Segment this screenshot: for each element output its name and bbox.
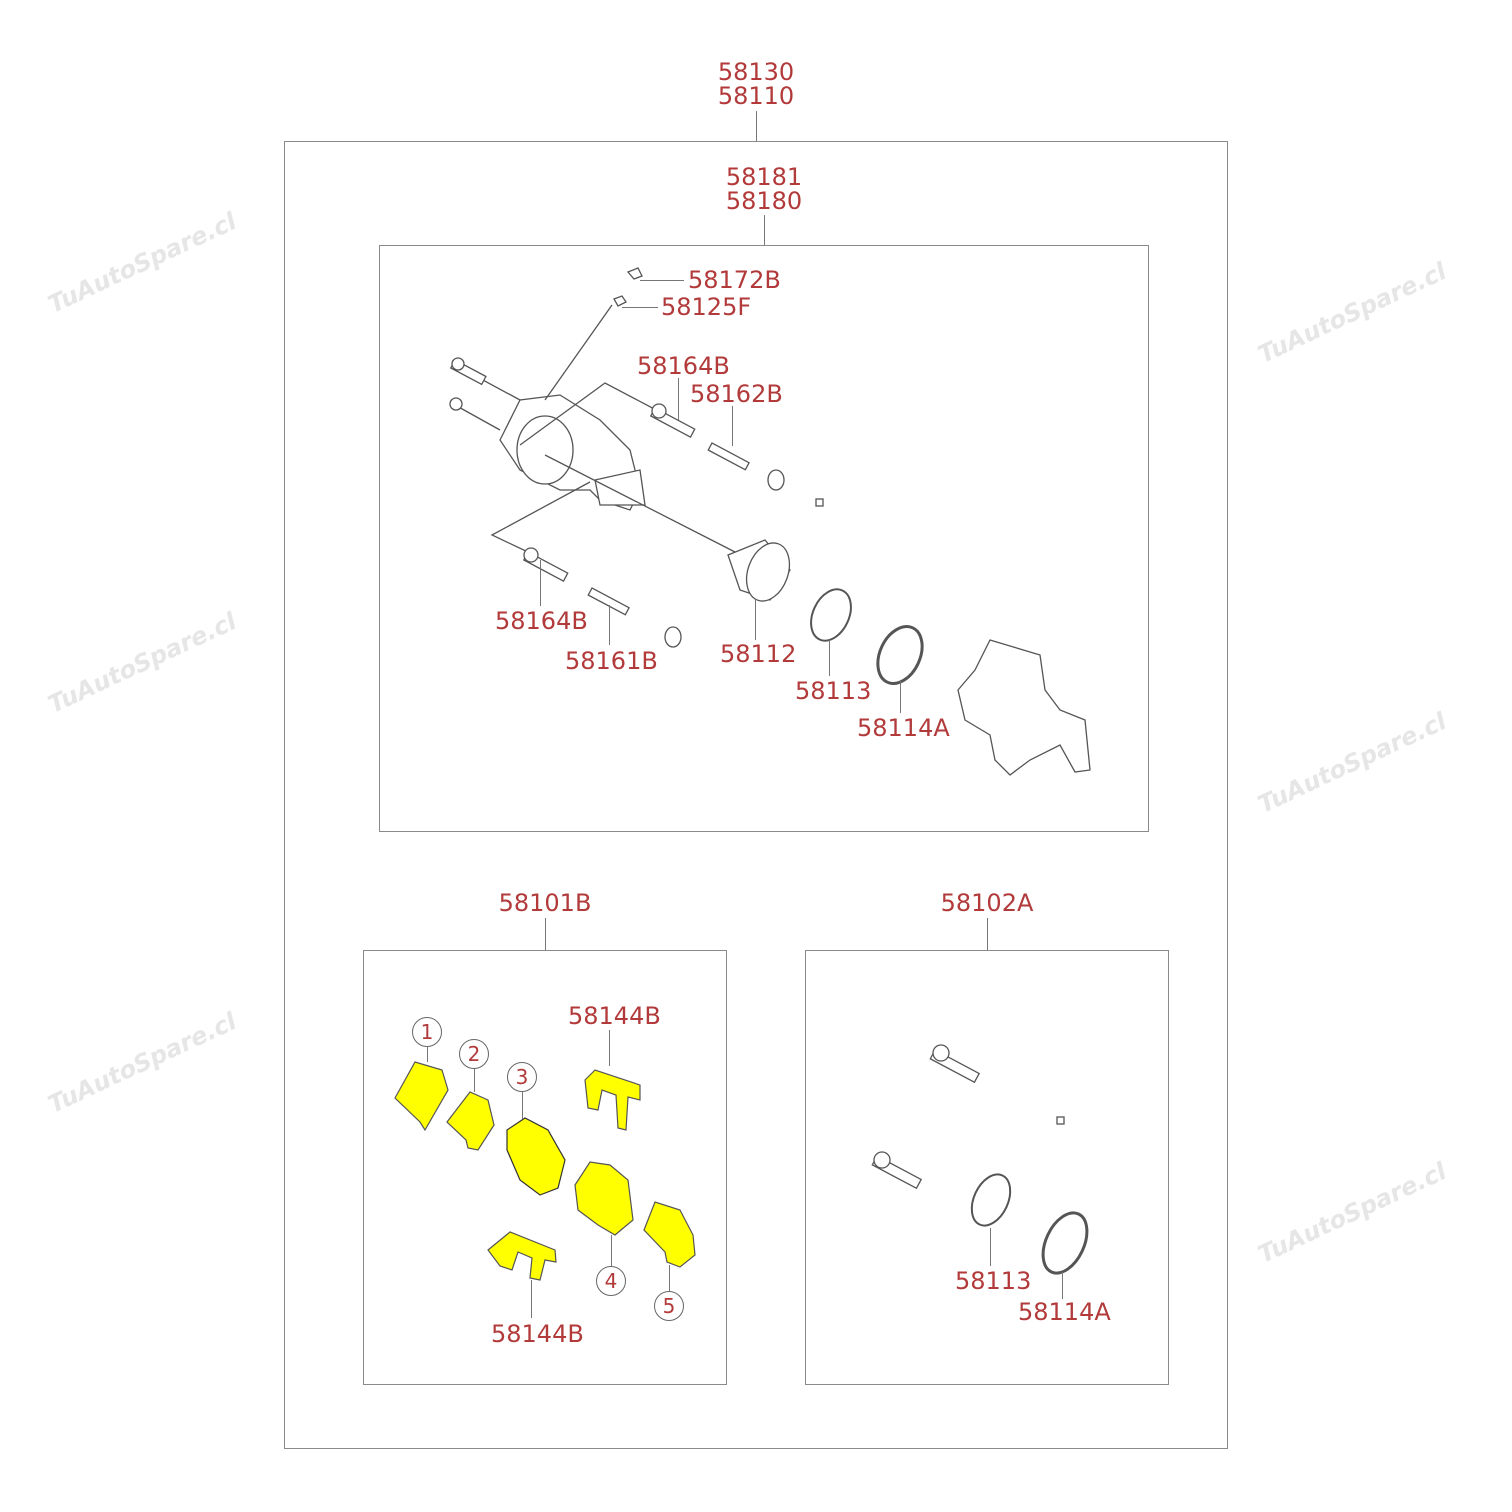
clip-58144B-bottom[interactable]: 58144B xyxy=(491,1320,584,1348)
leader-line xyxy=(764,215,765,245)
piston-drawing xyxy=(727,539,791,602)
clip-58144B-top[interactable]: 58144B xyxy=(568,1002,661,1030)
seal-kit-part-58114A[interactable]: 58114A xyxy=(1018,1298,1111,1326)
callout-5[interactable]: 5 xyxy=(654,1291,684,1321)
assembly-code-2[interactable]: 58110 xyxy=(717,82,795,110)
part-58164B-bottom[interactable]: 58164B xyxy=(495,607,588,635)
leader-line xyxy=(609,1030,610,1066)
callout-4[interactable]: 4 xyxy=(596,1266,626,1296)
leader-line xyxy=(540,560,541,606)
dust-boot-drawing xyxy=(876,625,924,685)
assembly-frame xyxy=(284,141,1228,1449)
seal-kit-part-58113[interactable]: 58113 xyxy=(955,1267,1032,1295)
leader-line xyxy=(669,1265,670,1292)
brake-pads-drawing xyxy=(394,1061,696,1281)
bolt-drawing xyxy=(449,267,824,648)
assembly-code-1[interactable]: 58130 xyxy=(717,58,795,86)
leader-line xyxy=(990,1228,991,1266)
leader-line xyxy=(474,1068,475,1092)
seal-kit-frame xyxy=(805,950,1169,1385)
part-58162B[interactable]: 58162B xyxy=(690,380,783,408)
leader-line xyxy=(522,1091,523,1119)
callout-1[interactable]: 1 xyxy=(412,1017,442,1047)
caliper-code-1[interactable]: 58181 xyxy=(725,163,803,191)
part-58112[interactable]: 58112 xyxy=(720,640,797,668)
seal-kit-code[interactable]: 58102A xyxy=(940,889,1034,917)
carrier-bracket-drawing xyxy=(957,639,1091,776)
leader-line xyxy=(732,406,733,446)
dust-boot-drawing xyxy=(1041,1211,1089,1275)
callout-3[interactable]: 3 xyxy=(507,1062,537,1092)
callout-2[interactable]: 2 xyxy=(459,1039,489,1069)
leader-line xyxy=(427,1046,428,1062)
pad-kit-frame xyxy=(363,950,727,1385)
leader-line xyxy=(678,378,679,420)
leader-line xyxy=(755,600,756,640)
part-58113[interactable]: 58113 xyxy=(795,677,872,705)
leader-line xyxy=(756,111,757,141)
caliper-body-drawing xyxy=(499,394,646,511)
leader-line xyxy=(640,280,684,281)
part-58172B[interactable]: 58172B xyxy=(688,266,781,294)
pad-kit-code[interactable]: 58101B xyxy=(498,889,592,917)
caliper-frame xyxy=(379,245,1149,832)
leader-line xyxy=(1062,1272,1063,1299)
caliper-code-2[interactable]: 58180 xyxy=(725,187,803,215)
leader-line xyxy=(900,680,901,713)
leader-line xyxy=(611,1235,612,1267)
part-58161B[interactable]: 58161B xyxy=(565,647,658,675)
leader-line xyxy=(545,918,546,950)
part-58125F[interactable]: 58125F xyxy=(661,293,752,321)
leader-line xyxy=(531,1280,532,1318)
leader-line xyxy=(829,640,830,676)
leader-line xyxy=(622,307,658,308)
part-58164B-top[interactable]: 58164B xyxy=(637,352,730,380)
leader-line xyxy=(609,605,610,645)
leader-line xyxy=(987,918,988,950)
seal-ring-drawing xyxy=(810,588,852,642)
part-58114A[interactable]: 58114A xyxy=(857,714,950,742)
seal-ring-drawing xyxy=(970,1173,1012,1227)
